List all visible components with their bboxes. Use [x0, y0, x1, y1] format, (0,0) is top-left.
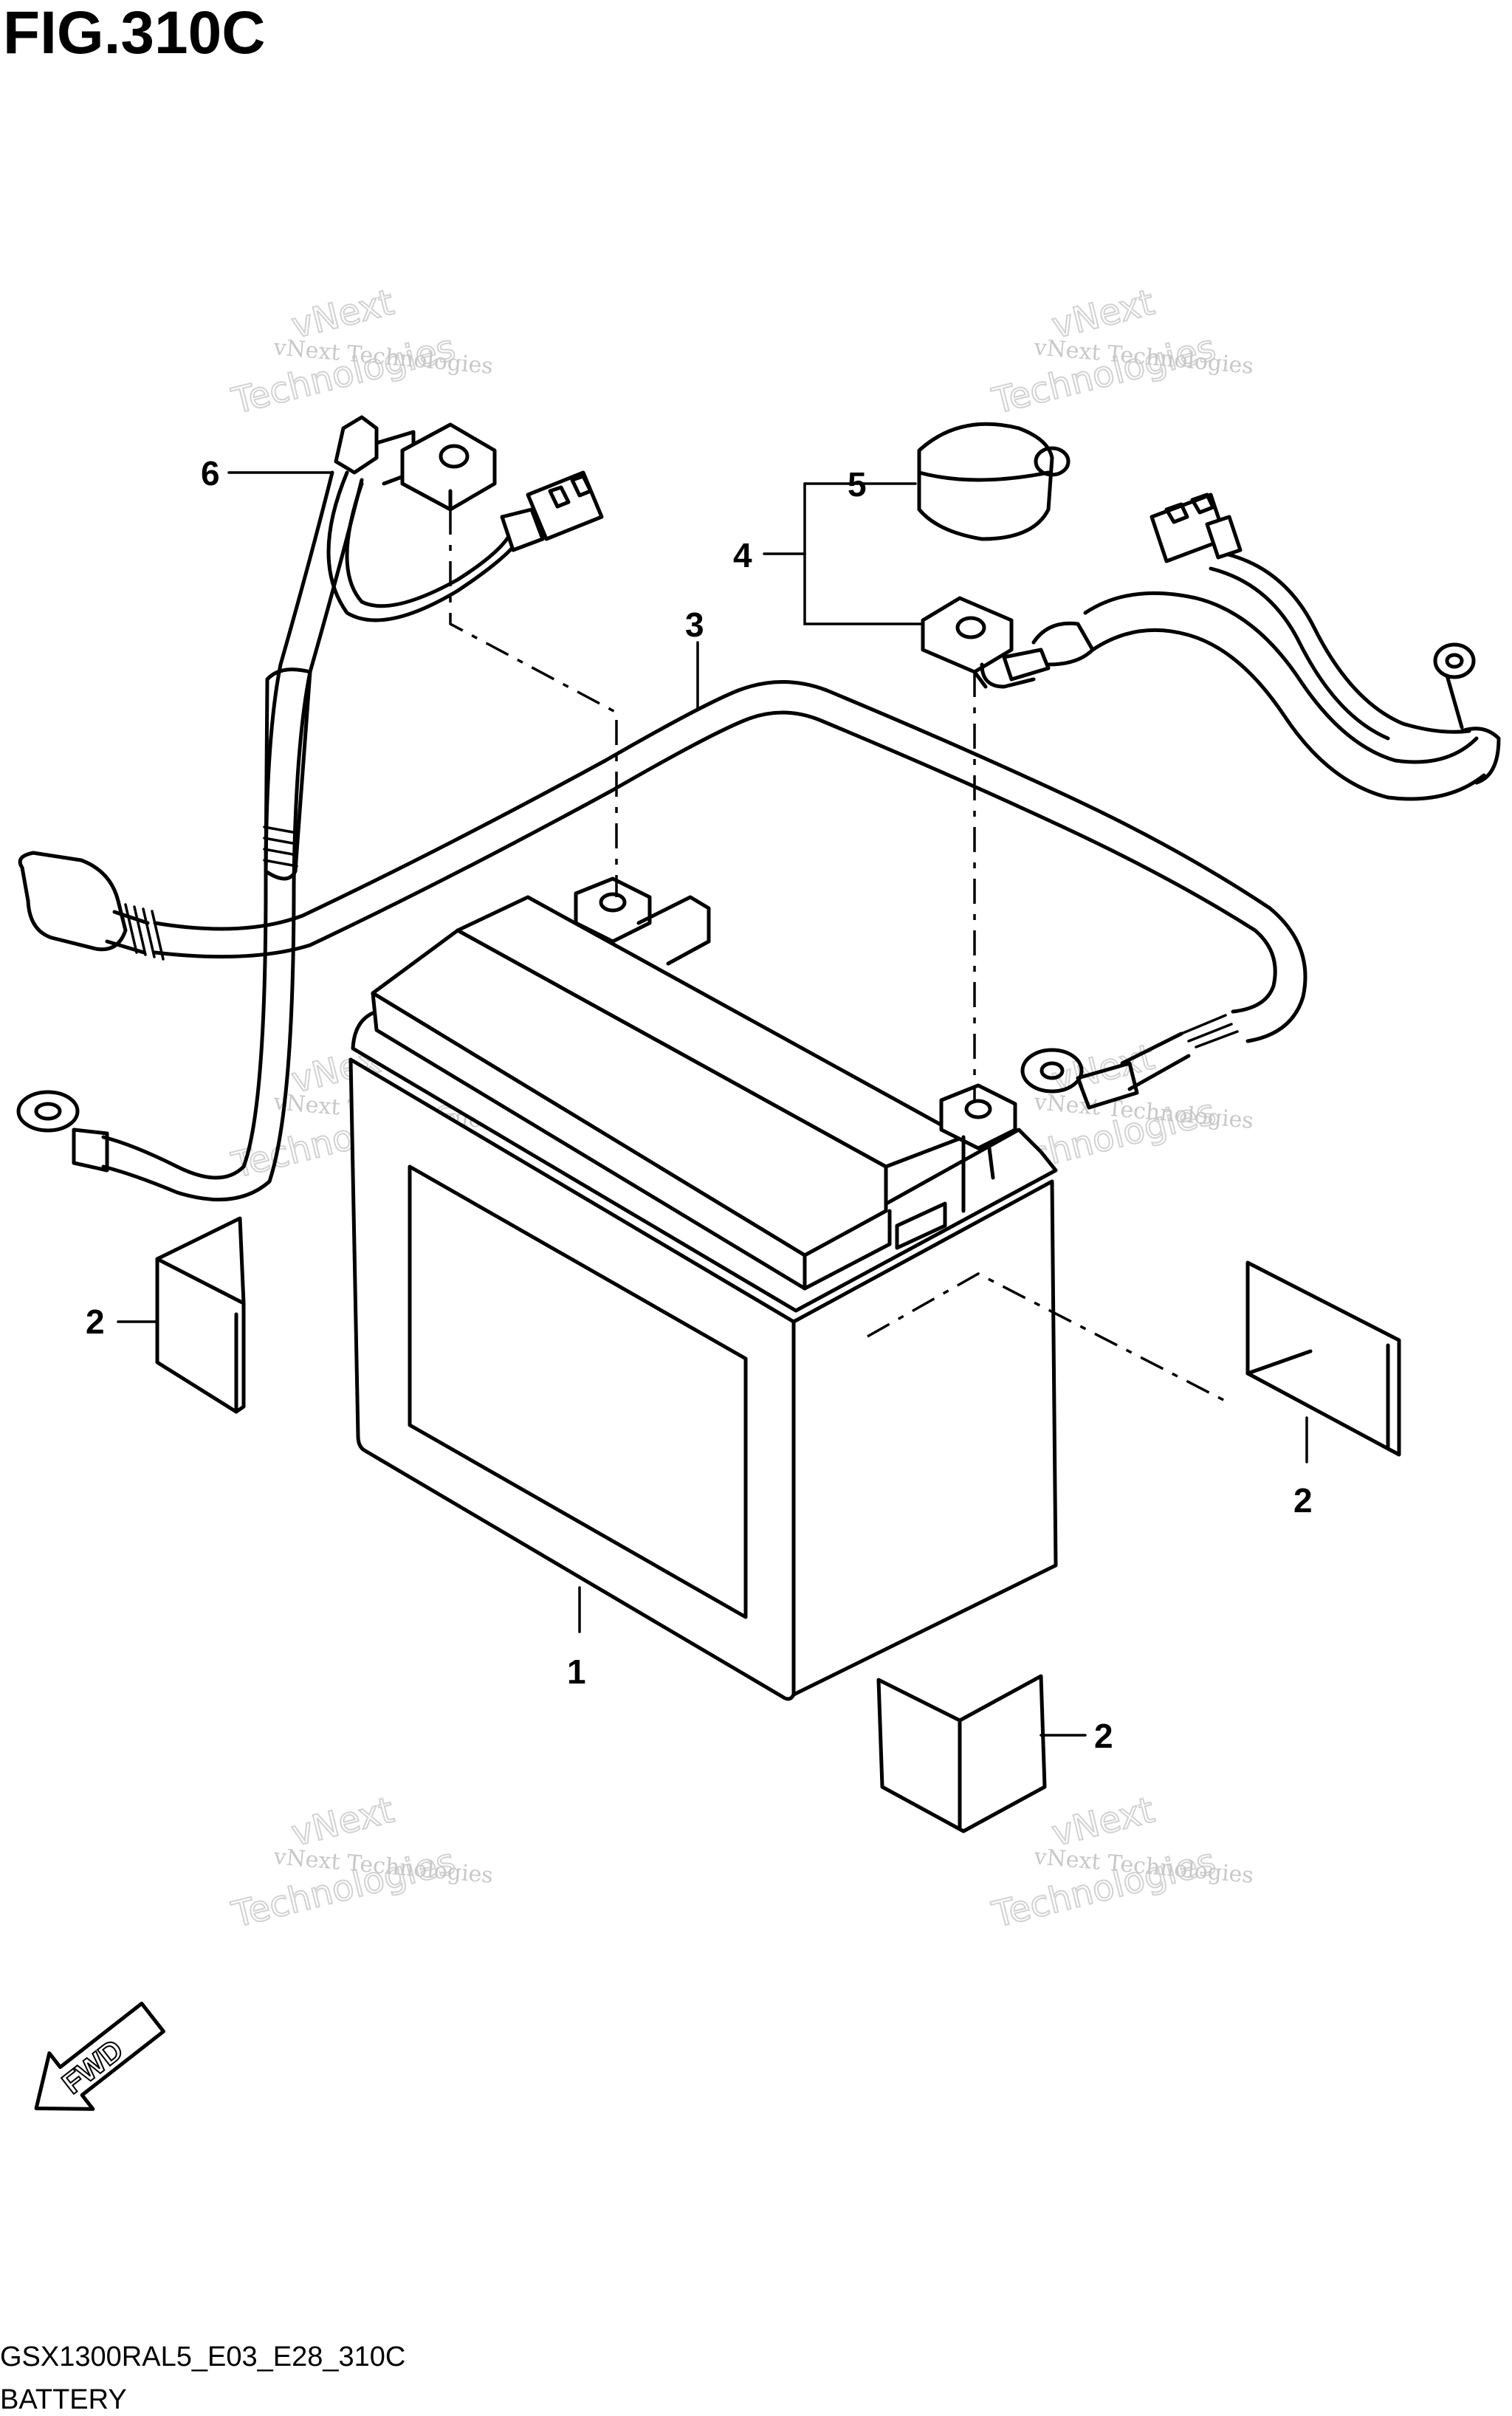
- watermark-brand: vNext: [287, 1789, 398, 1854]
- callout-labels: 6 3 5 4 2 2 1 2: [86, 454, 1313, 1755]
- watermark-bottom-left: vNext Technologies vNext Technologies: [227, 1788, 494, 1937]
- figure-title: FIG.310C: [3, 0, 265, 66]
- watermark-top-left: vNext Technologies vNext Technologies: [227, 281, 494, 423]
- callout-5: 5: [848, 465, 867, 504]
- pad-2-left: [155, 1216, 246, 1414]
- figure-code: GSX1300RAL5_E03_E28_310C: [0, 2341, 405, 2372]
- watermark-brand: vNext: [1048, 1789, 1158, 1854]
- watermark-top-right: vNext Technologies vNext Technologies: [987, 281, 1254, 423]
- fwd-arrow: FWD: [34, 2001, 165, 2111]
- callout-3: 3: [685, 605, 704, 644]
- watermark-bottom-right: vNext Technologies vNext Technologies: [987, 1788, 1254, 1937]
- battery-1: [348, 876, 1058, 1701]
- pad-2-right: [1245, 1260, 1401, 1457]
- callout-2-right: 2: [1293, 1481, 1313, 1520]
- figure-name: BATTERY: [0, 2384, 127, 2415]
- leader-lines: [117, 471, 1308, 1737]
- battery-lead-3: [18, 680, 1307, 1110]
- callout-2-left: 2: [86, 1303, 105, 1341]
- callout-1: 1: [567, 1653, 586, 1691]
- callout-4: 4: [733, 536, 752, 574]
- lead-4: [917, 422, 1501, 801]
- lead-6: [16, 415, 604, 1202]
- pad-2-bottom: [876, 1674, 1047, 1833]
- callout-2-bottom: 2: [1094, 1717, 1113, 1755]
- callout-6: 6: [201, 454, 220, 493]
